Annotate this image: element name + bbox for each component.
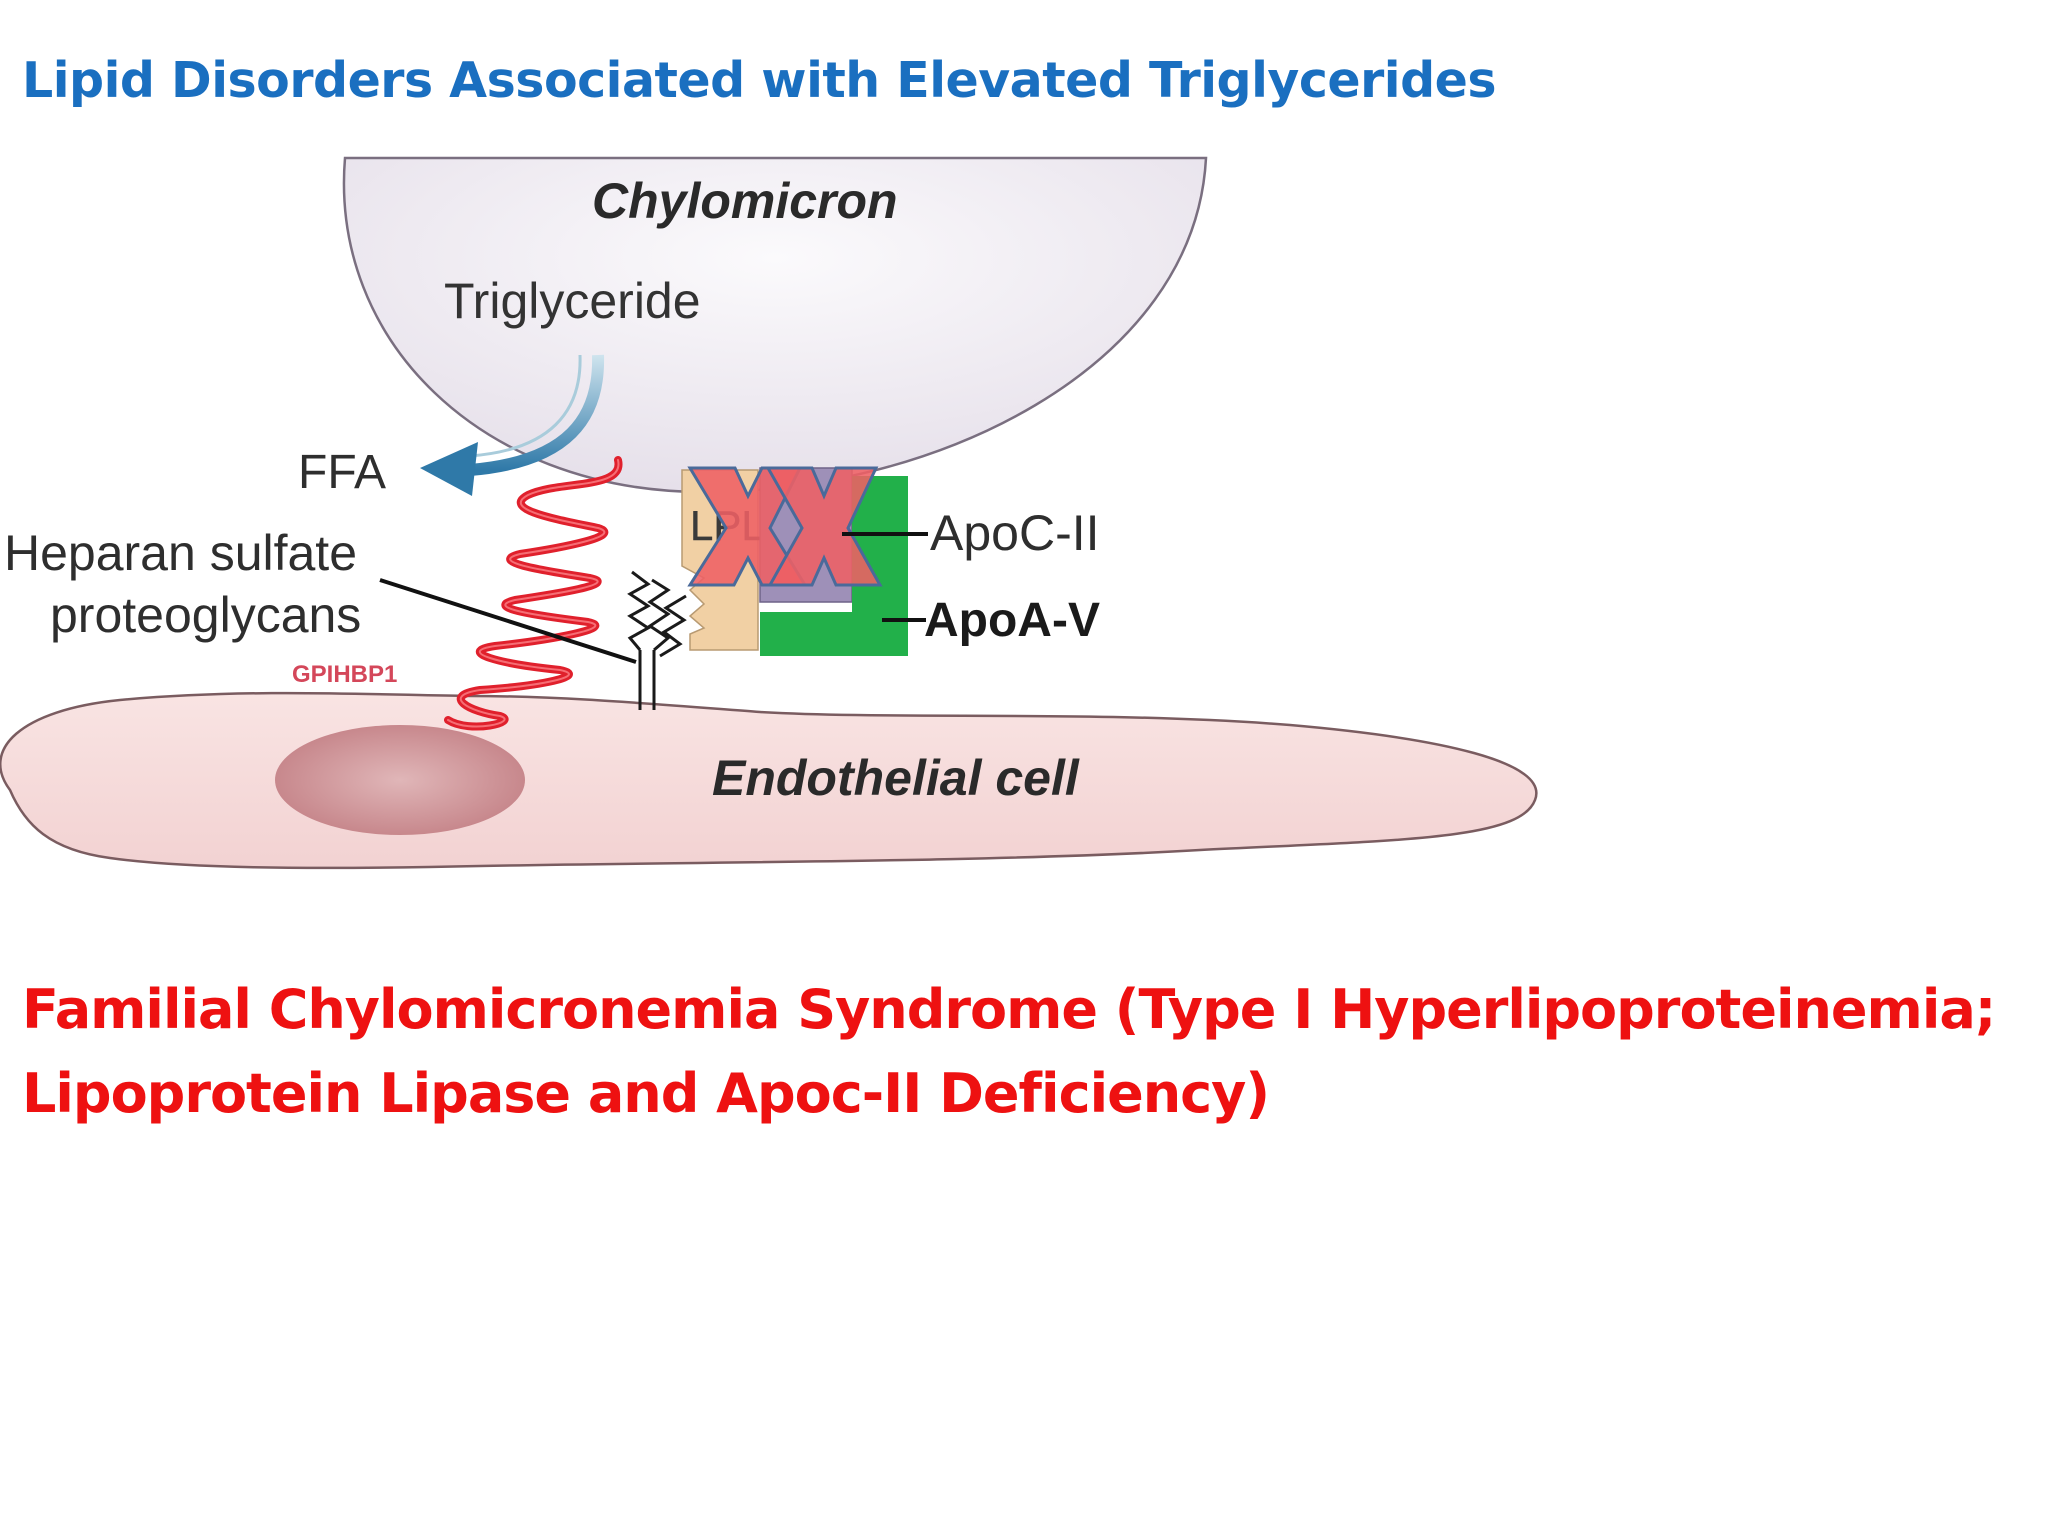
heparan-sulfate-proteoglycan <box>627 570 687 710</box>
disorder-caption: Familial Chylomicronemia Syndrome (Type … <box>22 968 2022 1136</box>
diagram-canvas: LPL Chylomicron Triglyceride FFA Heparan… <box>0 156 1538 870</box>
apoa5-protein <box>760 476 908 656</box>
chylomicron-label: Chylomicron <box>592 173 898 229</box>
heparan-sulfate-label-line1: Heparan sulfate <box>4 525 357 581</box>
heparan-leader-line <box>379 578 637 664</box>
slide-title: Lipid Disorders Associated with Elevated… <box>22 52 1497 109</box>
triglyceride-label: Triglyceride <box>444 273 701 329</box>
gpihbp1-label: GPIHBP1 <box>292 661 397 688</box>
nucleus <box>275 725 525 835</box>
ffa-release-arrow <box>420 354 605 496</box>
heparan-sulfate-label-line2: proteoglycans <box>50 587 361 643</box>
caption-line-1: Familial Chylomicronemia Syndrome (Type … <box>22 978 1996 1041</box>
gpihbp1-strand <box>444 456 623 731</box>
lipoprotein-lipase-diagram: LPL Chylomicron Triglyceride FFA Heparan… <box>0 150 1540 900</box>
caption-line-2: Lipoprotein Lipase and Apoc-II Deficienc… <box>22 1062 1270 1125</box>
ffa-label: FFA <box>298 446 386 499</box>
apoa5-label: ApoA-V <box>924 594 1100 647</box>
deficiency-x-mark-apoc2 <box>765 466 883 587</box>
apoc2-label: ApoC-II <box>930 505 1100 561</box>
endothelial-cell-label: Endothelial cell <box>712 750 1080 806</box>
